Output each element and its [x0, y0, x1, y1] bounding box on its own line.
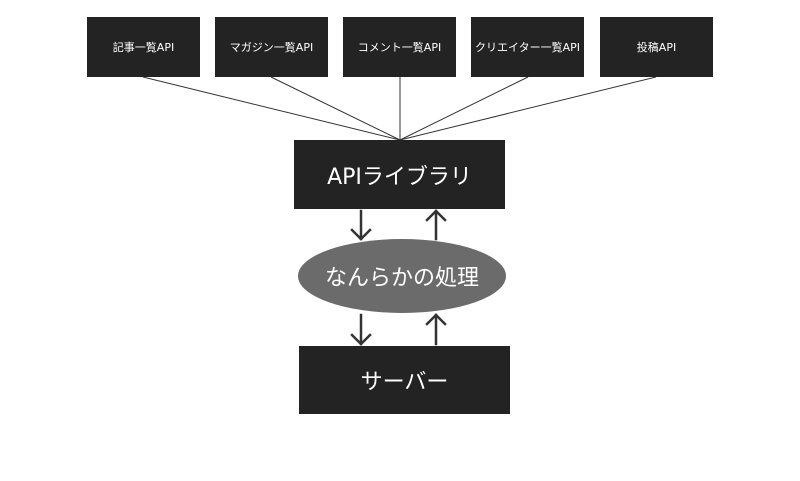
connector-line-api-0	[142, 76, 401, 141]
arrow-up-server-to-process	[425, 313, 447, 346]
process-ellipse: なんらかの処理	[298, 239, 506, 313]
api-box-post: 投稿API	[600, 17, 713, 77]
connector-line-api-3	[399, 76, 529, 141]
api-box-label: クリエイター一覧API	[475, 41, 580, 54]
server-box: サーバー	[299, 346, 510, 414]
api-box-label: 記事一覧API	[112, 41, 175, 54]
process-label: なんらかの処理	[324, 266, 479, 291]
api-box-comment-list: コメント一覧API	[343, 17, 456, 77]
arrow-down-library-to-process	[350, 209, 372, 241]
connector-line-api-4	[399, 76, 657, 141]
api-box-label: 投稿API	[636, 41, 677, 54]
arrow-down-process-to-server	[350, 313, 372, 346]
api-box-label: コメント一覧API	[357, 41, 442, 54]
api-library-label: APIライブラリ	[327, 164, 472, 190]
connector-line-api-1	[270, 76, 401, 141]
server-label: サーバー	[360, 370, 449, 395]
arrow-up-process-to-library	[425, 209, 447, 241]
api-box-article-list: 記事一覧API	[87, 17, 200, 77]
api-box-magazine-list: マガジン一覧API	[215, 17, 328, 77]
api-box-label: マガジン一覧API	[229, 41, 314, 54]
api-box-creator-list: クリエイター一覧API	[471, 17, 584, 77]
api-library-box: APIライブラリ	[294, 140, 505, 209]
